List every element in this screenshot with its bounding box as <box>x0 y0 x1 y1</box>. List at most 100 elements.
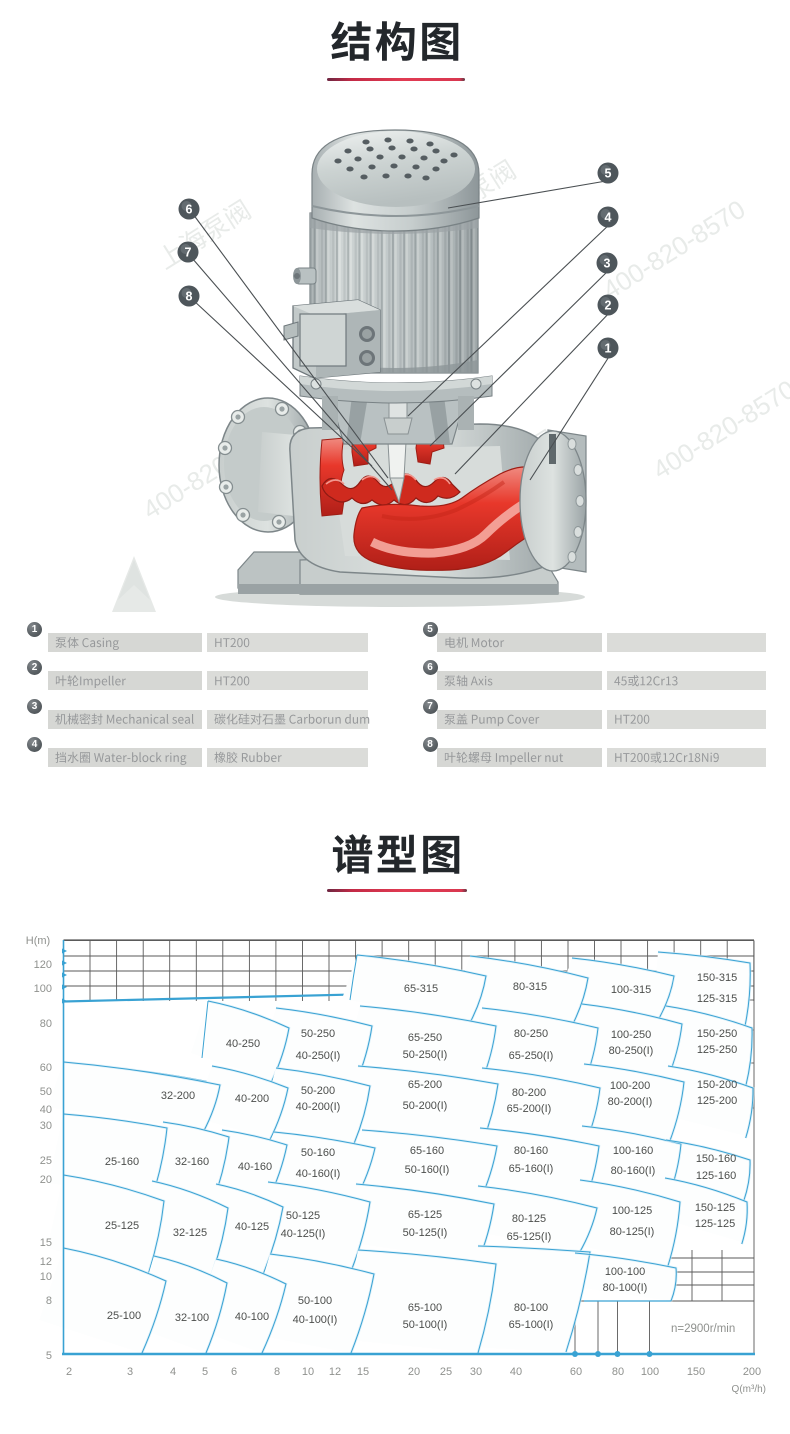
svg-text:n=2900r/min: n=2900r/min <box>671 1323 735 1335</box>
svg-text:50-160: 50-160 <box>301 1147 335 1159</box>
svg-text:80-315: 80-315 <box>513 981 547 993</box>
svg-text:4: 4 <box>170 1366 176 1378</box>
svg-text:80-125(I): 80-125(I) <box>610 1226 655 1238</box>
svg-text:5: 5 <box>46 1350 52 1362</box>
svg-text:80: 80 <box>612 1366 624 1378</box>
svg-text:100-125: 100-125 <box>612 1205 652 1217</box>
svg-text:2: 2 <box>605 299 612 313</box>
svg-text:150: 150 <box>687 1366 705 1378</box>
svg-text:Q(m³/h): Q(m³/h) <box>732 1384 766 1395</box>
svg-text:5: 5 <box>202 1366 208 1378</box>
svg-text:400-820-8570: 400-820-8570 <box>647 374 790 485</box>
svg-text:1: 1 <box>605 342 612 356</box>
svg-text:32-160: 32-160 <box>175 1156 209 1168</box>
svg-text:150-250: 150-250 <box>697 1028 737 1040</box>
svg-text:125-125: 125-125 <box>695 1218 735 1230</box>
svg-text:80-200(I): 80-200(I) <box>608 1096 653 1108</box>
svg-text:60: 60 <box>40 1062 52 1074</box>
svg-text:30: 30 <box>40 1120 52 1132</box>
svg-text:150-160: 150-160 <box>696 1153 736 1165</box>
svg-text:65-125: 65-125 <box>408 1209 442 1221</box>
svg-text:25-100: 25-100 <box>107 1310 141 1322</box>
svg-text:12: 12 <box>329 1366 341 1378</box>
svg-text:3: 3 <box>604 257 611 271</box>
svg-text:100: 100 <box>34 983 52 995</box>
svg-text:40-250: 40-250 <box>226 1038 260 1050</box>
svg-text:8: 8 <box>274 1366 280 1378</box>
svg-text:40-100(I): 40-100(I) <box>293 1314 338 1326</box>
svg-text:100-315: 100-315 <box>611 984 651 996</box>
svg-text:15: 15 <box>40 1237 52 1249</box>
svg-text:125-315: 125-315 <box>697 993 737 1005</box>
svg-text:50-100: 50-100 <box>298 1295 332 1307</box>
svg-text:100: 100 <box>641 1366 659 1378</box>
svg-text:12: 12 <box>40 1256 52 1268</box>
svg-text:40-160(I): 40-160(I) <box>296 1168 341 1180</box>
svg-text:25: 25 <box>40 1155 52 1167</box>
svg-text:65-160(I): 65-160(I) <box>509 1163 554 1175</box>
svg-text:40-200: 40-200 <box>235 1093 269 1105</box>
svg-text:400-820-8570: 400-820-8570 <box>597 194 750 305</box>
svg-text:3: 3 <box>127 1366 133 1378</box>
svg-text:30: 30 <box>470 1366 482 1378</box>
svg-text:H(m): H(m) <box>26 935 50 947</box>
svg-text:50-200(I): 50-200(I) <box>403 1100 448 1112</box>
svg-text:125-200: 125-200 <box>697 1095 737 1107</box>
svg-text:40-250(I): 40-250(I) <box>296 1050 341 1062</box>
svg-text:80-160(I): 80-160(I) <box>611 1165 656 1177</box>
svg-text:65-250: 65-250 <box>408 1032 442 1044</box>
svg-text:32-200: 32-200 <box>161 1090 195 1102</box>
svg-text:150-200: 150-200 <box>697 1079 737 1091</box>
svg-text:100-250: 100-250 <box>611 1029 651 1041</box>
svg-text:100-100: 100-100 <box>605 1266 645 1278</box>
svg-text:80-100: 80-100 <box>514 1302 548 1314</box>
svg-text:80-125: 80-125 <box>512 1213 546 1225</box>
svg-text:32-125: 32-125 <box>173 1227 207 1239</box>
svg-text:5: 5 <box>605 167 612 181</box>
svg-text:150-315: 150-315 <box>697 972 737 984</box>
svg-text:120: 120 <box>34 959 52 971</box>
svg-text:65-250(I): 65-250(I) <box>509 1050 554 1062</box>
svg-text:80-160: 80-160 <box>514 1145 548 1157</box>
svg-text:50-250: 50-250 <box>301 1028 335 1040</box>
svg-text:50-100(I): 50-100(I) <box>403 1319 448 1331</box>
svg-text:65-200(I): 65-200(I) <box>507 1103 552 1115</box>
svg-text:65-160: 65-160 <box>410 1145 444 1157</box>
svg-text:20: 20 <box>408 1366 420 1378</box>
svg-text:80-250: 80-250 <box>514 1028 548 1040</box>
svg-text:40-160: 40-160 <box>238 1161 272 1173</box>
svg-text:40-100: 40-100 <box>235 1311 269 1323</box>
svg-text:25-160: 25-160 <box>105 1156 139 1168</box>
svg-text:40: 40 <box>510 1366 522 1378</box>
svg-text:100-200: 100-200 <box>610 1080 650 1092</box>
svg-text:50-160(I): 50-160(I) <box>405 1164 450 1176</box>
svg-text:25-125: 25-125 <box>105 1220 139 1232</box>
svg-text:50-125(I): 50-125(I) <box>403 1227 448 1239</box>
svg-text:65-125(I): 65-125(I) <box>507 1231 552 1243</box>
svg-text:80-250(I): 80-250(I) <box>609 1045 654 1057</box>
svg-text:80-100(I): 80-100(I) <box>603 1282 648 1294</box>
svg-text:32-100: 32-100 <box>175 1312 209 1324</box>
svg-text:8: 8 <box>46 1295 52 1307</box>
svg-text:40: 40 <box>40 1104 52 1116</box>
svg-text:125-160: 125-160 <box>696 1170 736 1182</box>
svg-text:2: 2 <box>66 1366 72 1378</box>
svg-text:65-200: 65-200 <box>408 1079 442 1091</box>
svg-text:150-125: 150-125 <box>695 1202 735 1214</box>
svg-text:7: 7 <box>185 246 192 260</box>
svg-text:40-200(I): 40-200(I) <box>296 1101 341 1113</box>
svg-text:65-315: 65-315 <box>404 983 438 995</box>
svg-text:80-200: 80-200 <box>512 1087 546 1099</box>
svg-text:40-125(I): 40-125(I) <box>281 1228 326 1240</box>
svg-text:200: 200 <box>743 1366 761 1378</box>
svg-text:15: 15 <box>357 1366 369 1378</box>
svg-text:50-125: 50-125 <box>286 1210 320 1222</box>
svg-text:65-100: 65-100 <box>408 1302 442 1314</box>
svg-text:4: 4 <box>605 211 612 225</box>
svg-text:10: 10 <box>302 1366 314 1378</box>
svg-text:125-250: 125-250 <box>697 1044 737 1056</box>
svg-text:50-250(I): 50-250(I) <box>403 1049 448 1061</box>
svg-text:50: 50 <box>40 1086 52 1098</box>
svg-text:8: 8 <box>186 290 193 304</box>
svg-text:6: 6 <box>231 1366 237 1378</box>
